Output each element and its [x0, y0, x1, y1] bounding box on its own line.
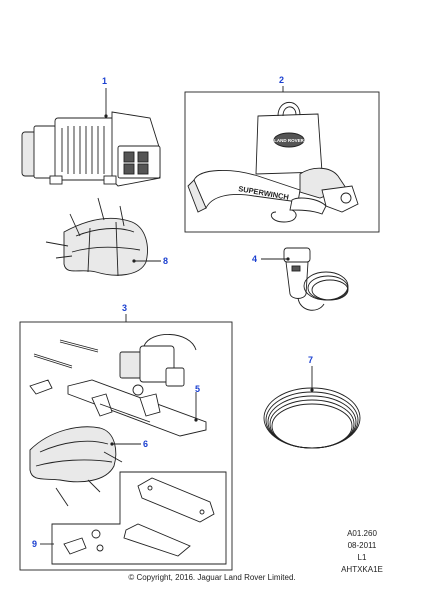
- cable-ties: [33, 339, 99, 369]
- mounting-plate: [137, 477, 215, 523]
- ref-level: L1: [358, 553, 367, 562]
- ref-illustration-id: AHTXKA1E: [341, 565, 383, 574]
- mounting-bar-part-5: [67, 379, 207, 437]
- small-bracket: [29, 379, 53, 395]
- hardware-part-9: [63, 529, 104, 555]
- bag-logo: LAND ROVER: [274, 138, 305, 143]
- flat-plate: [123, 523, 191, 557]
- kit-box-2: [184, 91, 380, 233]
- ref-date: 08-2011: [348, 541, 377, 550]
- callout-5: 5: [195, 384, 200, 394]
- accessories: [270, 167, 359, 223]
- callout-3: 3: [122, 303, 127, 313]
- winch-motor: [119, 334, 197, 396]
- wire-rope-part-7: [263, 387, 361, 449]
- winch-bag: LAND ROVER: [255, 101, 323, 175]
- inner-box: [51, 471, 227, 565]
- callout-7: 7: [308, 355, 313, 365]
- tree-strap: SUPERWINCH: [187, 169, 301, 213]
- callout-4: 4: [252, 254, 257, 264]
- callout-9: 9: [32, 539, 37, 549]
- copyright-notice: © Copyright, 2016. Jaguar Land Rover Lim…: [128, 573, 296, 582]
- callout-8: 8: [163, 256, 168, 266]
- callout-6: 6: [143, 439, 148, 449]
- ref-code: A01.260: [347, 529, 377, 538]
- winch-cover-part-6: [29, 426, 123, 507]
- callout-1: 1: [102, 76, 107, 86]
- remote-control-part-4: [283, 247, 349, 311]
- winch-part-1: [21, 111, 161, 187]
- winch-cover-part-8: [45, 197, 148, 277]
- callout-2: 2: [279, 75, 284, 85]
